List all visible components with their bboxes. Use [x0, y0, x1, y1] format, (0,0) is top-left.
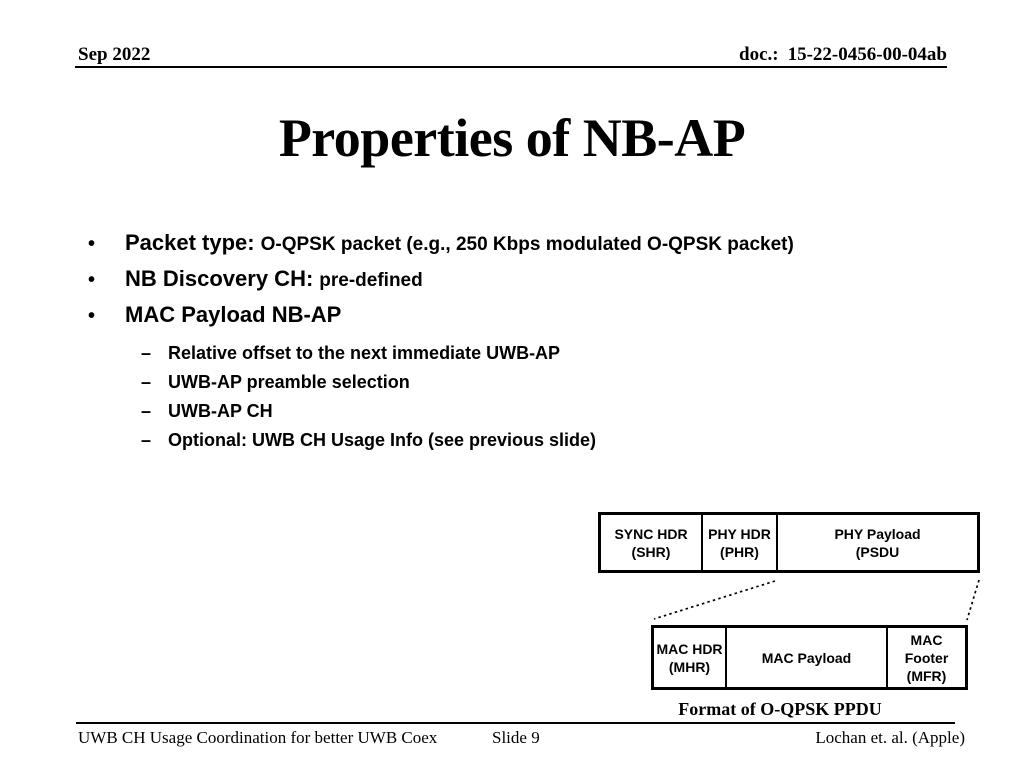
dash-icon: –: [141, 401, 152, 421]
sub-bullet-item: – UWB-AP preamble selection: [141, 368, 948, 397]
ppdu-top-row: SYNC HDR (SHR) PHY HDR (PHR) PHY Payload…: [598, 512, 980, 573]
sub-bullet-item: – UWB-AP CH: [141, 397, 948, 426]
cell-line1: MAC HDR: [656, 640, 723, 657]
cell-mac-footer: MAC Footer (MFR): [888, 628, 965, 687]
cell-line2: (PSDU: [855, 543, 900, 560]
dash-icon: –: [141, 372, 152, 392]
dash-icon: –: [141, 343, 152, 363]
bullet-lead: NB Discovery CH:: [125, 266, 314, 291]
doc-label: doc.:: [739, 44, 779, 65]
bullet-item: • NB Discovery CH:pre-defined: [88, 262, 948, 298]
bullet-text: Packet type:O-QPSK packet (e.g., 250 Kbp…: [125, 226, 794, 262]
bullet-text: MAC Payload NB-AP: [125, 298, 341, 334]
header-date: Sep 2022: [78, 44, 151, 65]
page-title: Properties of NB-AP: [278, 108, 746, 168]
sub-bullet-item: – Optional: UWB CH Usage Info (see previ…: [141, 426, 948, 455]
bullet-rest: pre-defined: [319, 270, 423, 291]
doc-number: 15-22-0456-00-04ab: [787, 44, 947, 65]
bullet-text: NB Discovery CH:pre-defined: [125, 262, 423, 298]
sub-bullet-text: UWB-AP preamble selection: [168, 372, 410, 392]
sub-bullet-list: – Relative offset to the next immediate …: [141, 339, 948, 455]
cell-line1: MAC Payload: [761, 649, 852, 666]
cell-line2: (PHR): [720, 543, 759, 560]
cell-line2: (MHR): [668, 658, 711, 675]
bullet-lead: Packet type:: [125, 230, 255, 255]
footer-slide-number: Slide 9: [492, 728, 540, 747]
cell-line1: SYNC HDR: [614, 525, 688, 542]
cell-sync-hdr: SYNC HDR (SHR): [601, 515, 703, 570]
cell-phy-hdr: PHY HDR (PHR): [703, 515, 778, 570]
cell-phy-payload: PHY Payload (PSDU: [778, 515, 977, 570]
cell-mac-hdr: MAC HDR (MHR): [654, 628, 727, 687]
sub-bullet-text: UWB-AP CH: [168, 401, 273, 421]
bullet-icon: •: [88, 305, 96, 327]
sub-bullet-item: – Relative offset to the next immediate …: [141, 339, 948, 368]
header-doc: doc.: 15-22-0456-00-04ab: [739, 44, 947, 66]
bullet-icon: •: [88, 269, 96, 291]
cell-line1: PHY HDR: [708, 525, 771, 542]
sub-bullet-text: Optional: UWB CH Usage Info (see previou…: [168, 430, 597, 450]
footer-authors: Lochan et. al. (Apple): [815, 728, 965, 747]
bullet-item: • Packet type:O-QPSK packet (e.g., 250 K…: [88, 226, 948, 262]
ppdu-bottom-row: MAC HDR (MHR) MAC Payload MAC Footer (MF…: [651, 625, 968, 690]
cell-line2: (MFR): [906, 667, 947, 684]
bullet-icon: •: [88, 233, 96, 255]
bullet-lead: MAC Payload NB-AP: [125, 302, 342, 327]
bullet-rest: O-QPSK packet (e.g., 250 Kbps modulated …: [260, 234, 794, 255]
dash-icon: –: [141, 430, 152, 450]
cell-line1: MAC Footer: [904, 631, 949, 666]
bullet-item: • MAC Payload NB-AP: [88, 298, 948, 334]
cell-line1: PHY Payload: [834, 525, 921, 542]
footer-rule: [76, 722, 955, 724]
sub-bullet-text: Relative offset to the next immediate UW…: [168, 343, 561, 363]
footer-document-title: UWB CH Usage Coordination for better UWB…: [78, 728, 438, 747]
header-rule: [75, 66, 947, 68]
cell-mac-payload: MAC Payload: [727, 628, 888, 687]
cell-line2: (SHR): [631, 543, 671, 560]
diagram-caption: Format of O-QPSK PPDU: [678, 699, 882, 719]
bullet-list: • Packet type:O-QPSK packet (e.g., 250 K…: [88, 226, 948, 455]
